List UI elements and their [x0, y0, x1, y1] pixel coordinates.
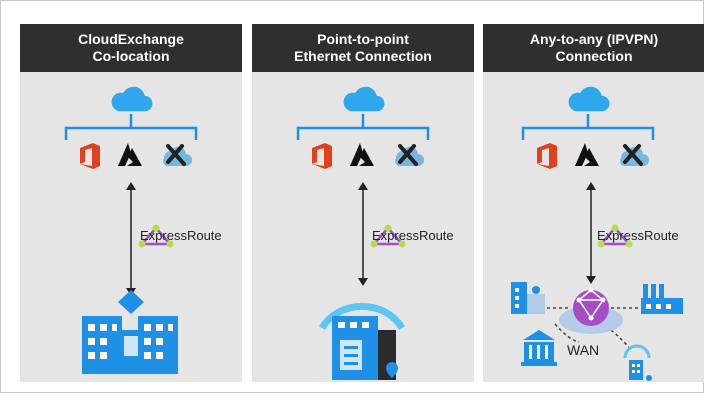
wan-label: WAN: [567, 342, 600, 358]
building-icon: [511, 282, 545, 314]
expressroute-label: ExpressRoute: [372, 228, 454, 243]
bank-icon: [521, 330, 557, 366]
expressroute-label: ExpressRoute: [140, 228, 222, 243]
tools-icon: [161, 144, 192, 168]
globe-icon: [559, 287, 623, 334]
panel-title-line2: Co-location: [92, 48, 170, 64]
azure-icon: [350, 143, 374, 166]
cloud-icon: [111, 86, 153, 112]
office-icon: [537, 143, 557, 169]
panel-artwork: [64, 86, 198, 374]
panel-artwork: [511, 86, 683, 381]
expressroute-label: ExpressRoute: [597, 228, 679, 243]
wan-links: [547, 307, 639, 351]
panel-title-line2: Ethernet Connection: [294, 48, 432, 64]
building-icon: [82, 290, 178, 374]
panel-cloudexchange: CloudExchange Co-location: [20, 24, 242, 382]
bracket: [296, 114, 430, 140]
bracket: [521, 114, 655, 140]
azure-icon: [575, 143, 599, 166]
link-arrow: [358, 182, 368, 286]
factory-icon: [641, 284, 683, 314]
panel-artwork: [296, 86, 430, 380]
router-icon: [623, 344, 652, 381]
panel-title: CloudExchange Co-location: [20, 24, 242, 72]
panel-title: Any-to-any (IPVPN) Connection: [483, 24, 704, 72]
panel-point-to-point: Point-to-point Ethernet Connection Expre…: [252, 24, 474, 382]
panel-title-line1: CloudExchange: [78, 31, 184, 47]
panel-title-line1: Point-to-point: [317, 31, 409, 47]
office-icon: [80, 143, 100, 169]
azure-icon: [118, 143, 142, 166]
link-arrow: [126, 182, 136, 296]
link-arrow: [586, 182, 596, 284]
cloud-icon: [343, 86, 385, 112]
tools-icon: [393, 144, 424, 168]
cloud-icon: [568, 86, 610, 112]
panel-title-line2: Connection: [555, 48, 633, 64]
tools-icon: [618, 144, 649, 168]
panel-any-to-any: Any-to-any (IPVPN) Connection: [483, 24, 704, 382]
bracket: [64, 114, 198, 140]
panel-title-line1: Any-to-any (IPVPN): [529, 31, 659, 47]
office-icon: [312, 143, 332, 169]
panel-title: Point-to-point Ethernet Connection: [252, 24, 474, 72]
building-icon: [318, 302, 406, 380]
